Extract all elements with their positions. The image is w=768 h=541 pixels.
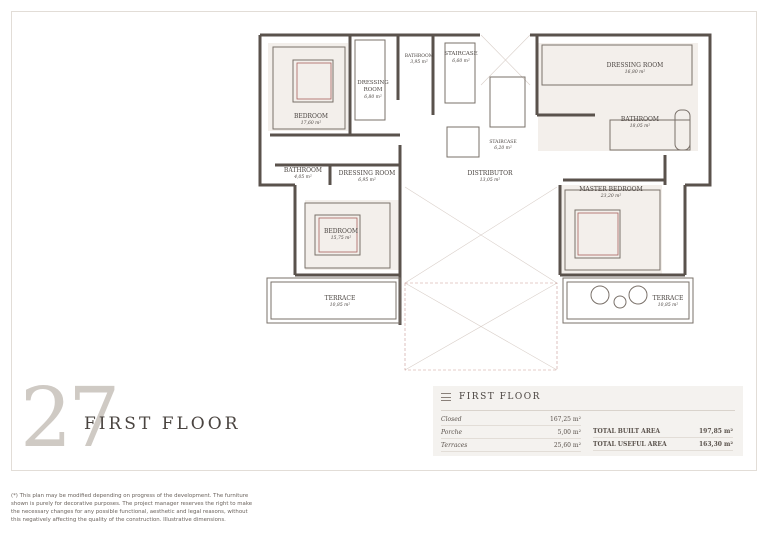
row-value: 25,60 m²: [553, 441, 581, 449]
room-label-dressing-room-3: DRESSING ROOM 6,95 m²: [331, 170, 403, 184]
room-name: DISTRIBUTOR: [467, 170, 513, 177]
room-label-dressing-room-2: DRESSING ROOM 16,80 m²: [595, 62, 675, 76]
room-area: 23,20 m²: [600, 194, 622, 199]
table-row: Terraces 25,60 m²: [441, 439, 581, 452]
list-icon: [441, 393, 451, 401]
row-value: 167,25 m²: [550, 415, 581, 423]
row-label: Terraces: [441, 441, 468, 449]
room-name: DRESSING ROOM: [338, 170, 396, 177]
room-area: 4,05 m²: [294, 175, 312, 180]
row-label: TOTAL USEFUL AREA: [593, 440, 667, 448]
room-label-bedroom-2: BEDROOM 15,75 m²: [313, 228, 369, 242]
room-name: BEDROOM: [293, 113, 329, 120]
table-row: Closed 167,25 m²: [441, 413, 581, 426]
room-area: 10,85 m²: [329, 303, 351, 308]
room-name: STAIRCASE: [444, 51, 478, 57]
area-breakdown-table: Closed 167,25 m² Porche 5,00 m² Terraces 25…: [441, 413, 581, 452]
room-label-terrace-right: TERRACE 10,85 m²: [643, 295, 693, 309]
room-label-terrace-left: TERRACE 10,85 m²: [315, 295, 365, 309]
table-row: TOTAL BUILT AREA 197,85 m²: [593, 425, 733, 438]
row-label: TOTAL BUILT AREA: [593, 427, 661, 435]
room-label-staircase-top: STAIRCASE 6,60 m²: [439, 51, 483, 65]
room-area: 18,05 m²: [629, 124, 651, 129]
room-name: BATHROOM: [404, 54, 434, 59]
room-label-distributor: DISTRIBUTOR 13,05 m²: [455, 170, 525, 184]
row-label: Closed: [441, 415, 462, 423]
panel-title: FIRST FLOOR: [459, 392, 541, 402]
panel-header: FIRST FLOOR: [441, 392, 541, 402]
row-value: 197,85 m²: [698, 427, 733, 435]
room-label-staircase-mid: STAIRCASE 6,20 m²: [483, 140, 523, 152]
floor-title: FIRST FLOOR: [84, 414, 241, 434]
room-name: MASTER BEDROOM: [579, 186, 643, 193]
room-area: 6,20 m²: [494, 146, 512, 151]
table-row: Porche 5,00 m²: [441, 426, 581, 439]
room-name: STAIRCASE: [489, 140, 517, 145]
room-name: DRESSING ROOM: [357, 80, 389, 93]
room-area: 10,85 m²: [657, 303, 679, 308]
floor-number: 27: [20, 371, 120, 466]
disclaimer-text: (*) This plan may be modified depending …: [11, 493, 253, 523]
room-name: TERRACE: [652, 295, 684, 302]
row-label: Porche: [441, 428, 463, 436]
room-area: 13,05 m²: [479, 178, 501, 183]
row-value: 163,30 m²: [698, 440, 733, 448]
room-name: DRESSING ROOM: [606, 62, 664, 69]
room-area: 3,95 m²: [410, 60, 428, 65]
room-area: 6,80 m²: [364, 95, 382, 100]
room-label-bathroom-small: BATHROOM 3,95 m²: [401, 54, 437, 66]
room-label-bathroom-2: BATHROOM 4,05 m²: [275, 167, 331, 181]
room-area: 6,60 m²: [452, 59, 470, 64]
table-row: TOTAL USEFUL AREA 163,30 m²: [593, 438, 733, 451]
floor-plan: BATHROOM 3,95 m² STAIRCASE 6,60 m² DRESS…: [255, 25, 715, 375]
room-area: 17,60 m²: [300, 121, 322, 126]
row-value: 5,00 m²: [557, 428, 581, 436]
room-name: BATHROOM: [283, 167, 323, 174]
room-label-master-bedroom: MASTER BEDROOM 23,20 m²: [571, 186, 651, 200]
room-name: BATHROOM: [620, 116, 660, 123]
room-area: 16,80 m²: [624, 70, 646, 75]
room-label-bathroom-large: BATHROOM 18,05 m²: [610, 116, 670, 130]
area-summary-panel: FIRST FLOOR Closed 167,25 m² Porche 5,00 m…: [433, 386, 743, 456]
room-name: TERRACE: [324, 295, 356, 302]
area-totals-table: TOTAL BUILT AREA 197,85 m² TOTAL USEFUL A…: [593, 425, 733, 451]
divider: [441, 410, 735, 411]
room-label-bedroom-1: BEDROOM 17,60 m²: [283, 113, 339, 127]
room-area: 6,95 m²: [358, 178, 376, 183]
floor-plan-drawing: [258, 33, 712, 371]
room-name: BEDROOM: [323, 228, 359, 235]
room-label-dressing-room-1: DRESSING ROOM 6,80 m²: [351, 80, 395, 101]
room-area: 15,75 m²: [330, 236, 352, 241]
